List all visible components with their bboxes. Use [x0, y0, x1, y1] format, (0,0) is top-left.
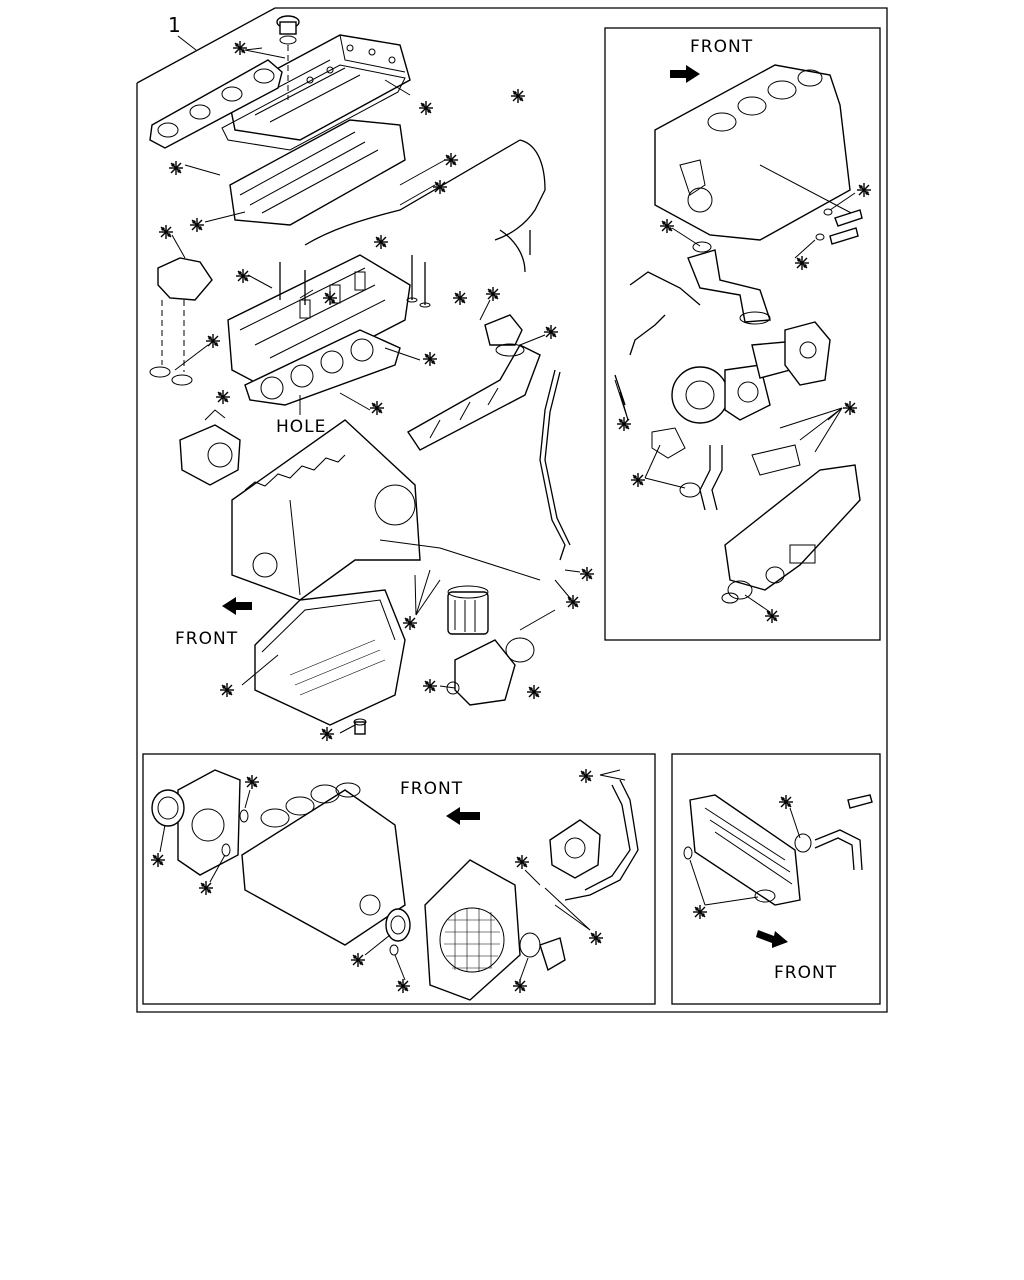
front-label-bottom-center: FRONT [400, 779, 463, 799]
exhaust-manifold [406, 344, 541, 451]
arrow-left-icon [222, 597, 252, 615]
cylinder-head-gasket [244, 329, 401, 406]
drain-plug [353, 718, 367, 735]
front-indicator-main: FRONT [175, 597, 252, 649]
intake-manifold-gasket-top [149, 59, 283, 149]
cylinder-head [227, 254, 411, 391]
item-number-callout: 1 [168, 13, 197, 51]
arrow-left-icon [446, 807, 480, 825]
head-cover-gasket [221, 64, 406, 151]
front-label-bottom-right: FRONT [774, 963, 837, 983]
egr-valve [484, 314, 525, 357]
engine-block-main [231, 419, 421, 601]
hole-label: HOLE [276, 417, 326, 437]
bottom-center-detail-box: FRONT [142, 753, 656, 1005]
cam-carrier [229, 119, 406, 226]
arrow-right-icon [670, 65, 700, 83]
front-label-upper-right: FRONT [690, 37, 753, 57]
dipstick-tube [539, 369, 571, 561]
thermostat-housing [149, 257, 213, 386]
oil-pan [254, 589, 406, 726]
bottom-right-detail-box: FRONT [671, 753, 881, 1005]
oil-filter [447, 585, 489, 635]
oil-cooler-housing [446, 637, 535, 706]
front-label-main: FRONT [175, 629, 238, 649]
water-pump [179, 409, 241, 486]
upper-right-detail-box: FRONT [604, 27, 881, 641]
item-number: 1 [168, 13, 181, 37]
oil-filler-cap [276, 15, 300, 100]
arrow-right-icon [756, 930, 788, 948]
outer-frame [136, 7, 888, 1013]
injection-pipes [304, 139, 546, 273]
callout-leaders-main [171, 47, 581, 734]
valves [279, 255, 431, 308]
